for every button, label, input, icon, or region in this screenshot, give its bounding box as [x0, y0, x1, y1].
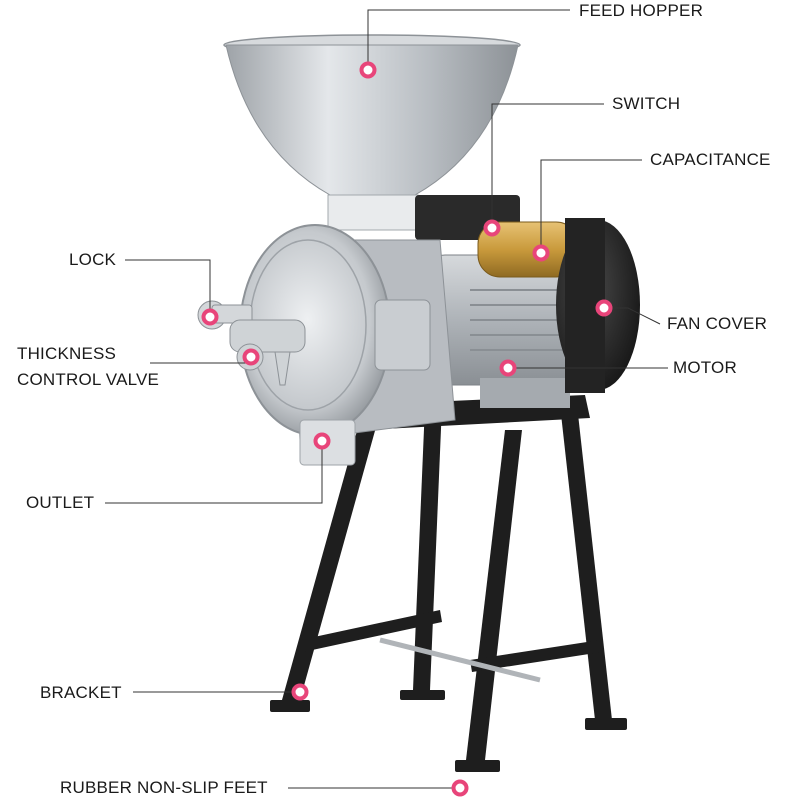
label-thickness-line1: THICKNESS — [17, 344, 117, 363]
label-bracket: BRACKET — [40, 683, 122, 702]
label-fan-cover: FAN COVER — [667, 314, 768, 333]
label-thickness-line2: CONTROL VALVE — [17, 370, 160, 389]
cross-rod — [379, 637, 541, 683]
label-outlet: OUTLET — [26, 493, 95, 512]
valve-knob-shape — [229, 319, 306, 386]
label-motor: MOTOR — [673, 358, 737, 377]
label-switch: SWITCH — [612, 94, 681, 113]
feed-hopper-shape — [223, 34, 521, 231]
label-capacitance: CAPACITANCE — [650, 150, 771, 169]
callout-markers — [201, 61, 613, 797]
leader-lines — [105, 9, 668, 789]
label-feed-hopper: FEED HOPPER — [579, 1, 704, 20]
label-rubber-feet: RUBBER NON-SLIP FEET — [60, 778, 268, 797]
grinding-head-shape — [239, 224, 456, 466]
label-lock: LOCK — [69, 250, 117, 269]
